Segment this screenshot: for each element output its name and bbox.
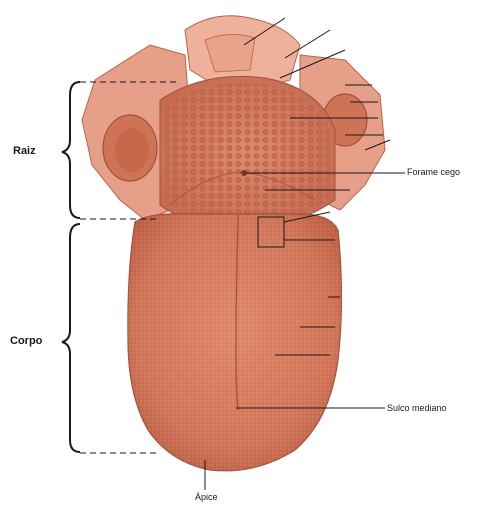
left-tonsil-inner <box>115 128 149 172</box>
forame-cego-label: Forame cego <box>407 167 460 177</box>
corpo-label: Corpo <box>10 335 42 347</box>
raiz-bracket <box>62 82 80 218</box>
root-region <box>82 16 385 228</box>
lingual-papillae <box>165 83 330 222</box>
raiz-label: Raiz <box>13 145 36 157</box>
apice-label: Ápice <box>195 492 218 502</box>
corpo-bracket <box>62 224 80 452</box>
tongue-body <box>128 170 342 471</box>
tongue-texture <box>128 214 342 471</box>
sulco-mediano-label: Sulco mediano <box>387 403 447 413</box>
